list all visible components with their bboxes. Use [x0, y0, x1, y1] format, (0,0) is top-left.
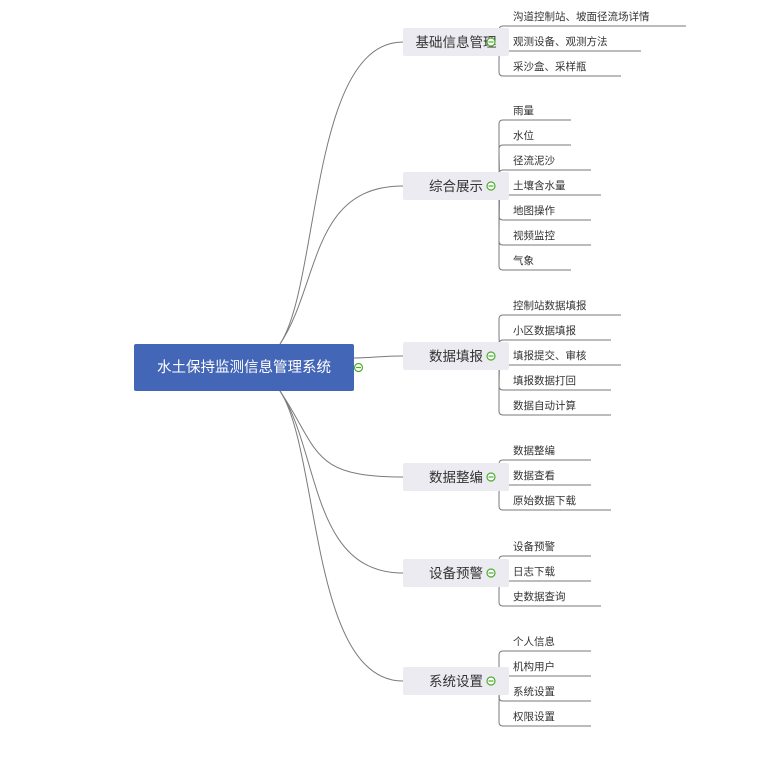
leaf-node[interactable]: 视频监控 — [511, 229, 591, 246]
leaf-node-label: 权限设置 — [513, 710, 555, 723]
leaf-node[interactable]: 史数据查询 — [511, 590, 601, 607]
leaf-node[interactable]: 填报提交、审核 — [511, 349, 621, 366]
leaf-node[interactable]: 设备预警 — [511, 540, 591, 557]
leaf-node[interactable]: 土壤含水量 — [511, 179, 601, 196]
root-node-label: 水土保持监测信息管理系统 — [157, 359, 331, 376]
branch-node-box — [403, 667, 509, 695]
leaf-node-label: 填报数据打回 — [513, 374, 576, 387]
leaf-node-label: 史数据查询 — [513, 590, 566, 603]
branch-node[interactable]: 综合展示 — [403, 172, 509, 200]
leaf-node-label: 机构用户 — [513, 660, 555, 673]
branch-node-label: 系统设置 — [429, 674, 483, 690]
leaf-node-label: 数据整编 — [513, 444, 555, 457]
branch-node[interactable]: 数据填报 — [403, 342, 509, 370]
branch-node[interactable]: 设备预警 — [403, 559, 509, 587]
leaf-node[interactable]: 沟道控制站、坡面径流场详情 — [511, 10, 686, 27]
branch-node-label: 数据填报 — [429, 349, 483, 365]
root-branch-connector — [279, 390, 404, 574]
leaf-node[interactable]: 数据整编 — [511, 444, 591, 461]
leaf-node[interactable]: 权限设置 — [511, 710, 591, 727]
leaf-node-label: 气象 — [513, 254, 534, 267]
branch-collapse-toggle[interactable] — [486, 351, 496, 361]
leaf-node-label: 系统设置 — [513, 685, 555, 698]
leaf-node-label: 数据查看 — [513, 469, 555, 482]
leaf-node[interactable]: 控制站数据填报 — [511, 299, 621, 316]
root-branch-connector — [279, 390, 404, 682]
leaf-node[interactable]: 气象 — [511, 254, 571, 271]
leaf-node[interactable]: 填报数据打回 — [511, 374, 611, 391]
leaf-node-label: 雨量 — [513, 105, 534, 117]
branch-node-label: 数据整编 — [429, 470, 483, 486]
root-branch-connector — [353, 355, 404, 359]
leaf-node-label: 径流泥沙 — [513, 154, 555, 167]
leaf-node-label: 视频监控 — [513, 229, 555, 242]
root-branch-connector — [279, 185, 404, 345]
leaf-node[interactable]: 地图操作 — [511, 204, 591, 221]
leaf-node-label: 原始数据下载 — [513, 494, 576, 507]
branch-node-label: 综合展示 — [429, 179, 483, 195]
leaf-node[interactable]: 个人信息 — [511, 635, 591, 652]
root-node[interactable]: 水土保持监测信息管理系统 — [134, 344, 354, 391]
leaf-node[interactable]: 原始数据下载 — [511, 494, 611, 511]
leaf-node[interactable]: 数据自动计算 — [511, 399, 611, 416]
branch-node-label: 设备预警 — [429, 565, 483, 582]
leaf-node-label: 小区数据填报 — [513, 324, 576, 337]
branch-node-box — [403, 342, 509, 370]
leaf-node[interactable]: 径流泥沙 — [511, 154, 591, 171]
leaf-node[interactable]: 采沙盒、采样瓶 — [511, 60, 621, 77]
branch-collapse-toggle[interactable] — [486, 472, 496, 482]
leaf-node[interactable]: 机构用户 — [511, 660, 591, 677]
leaf-node[interactable]: 数据查看 — [511, 469, 591, 486]
leaf-node[interactable]: 系统设置 — [511, 685, 591, 702]
root-node-box — [134, 344, 354, 391]
branch-node-label: 基础信息管理 — [416, 34, 497, 51]
leaf-node-label: 沟道控制站、坡面径流场详情 — [513, 10, 650, 23]
branch-node-box — [403, 28, 509, 56]
leaf-node-label: 数据自动计算 — [513, 399, 576, 412]
leaf-node-label: 水位 — [513, 129, 534, 142]
leaf-node[interactable]: 小区数据填报 — [511, 324, 611, 341]
leaf-node[interactable]: 水位 — [511, 129, 571, 146]
root-collapse-toggle[interactable] — [353, 362, 364, 373]
leaf-node-label: 采沙盒、采样瓶 — [513, 60, 587, 73]
branch-collapse-toggle[interactable] — [486, 568, 496, 578]
branch-node-box — [403, 559, 509, 587]
leaf-node-label: 设备预警 — [513, 540, 555, 553]
branch-node[interactable]: 数据整编 — [403, 463, 509, 491]
branch-collapse-toggle[interactable] — [486, 676, 496, 686]
branch-node-box — [403, 463, 509, 491]
leaf-node-label: 观测设备、观测方法 — [513, 35, 608, 48]
leaf-node[interactable]: 日志下载 — [511, 565, 591, 582]
leaf-node-label: 土壤含水量 — [513, 179, 566, 192]
leaf-node-label: 控制站数据填报 — [513, 299, 587, 312]
leaf-node-label: 日志下载 — [513, 565, 555, 578]
root-branch-connector — [279, 390, 404, 478]
leaf-node-label: 个人信息 — [513, 635, 555, 648]
branch-node[interactable]: 基础信息管理 — [403, 28, 509, 56]
branch-collapse-toggle[interactable] — [486, 37, 496, 47]
branch-node-box — [403, 172, 509, 200]
leaf-node-label: 地图操作 — [513, 204, 555, 217]
leaf-node[interactable]: 雨量 — [511, 105, 571, 121]
branch-collapse-toggle[interactable] — [486, 181, 496, 191]
leaf-node-label: 填报提交、审核 — [513, 349, 587, 362]
root-branch-connector — [279, 41, 404, 345]
leaf-node[interactable]: 观测设备、观测方法 — [511, 35, 641, 52]
branch-node[interactable]: 系统设置 — [403, 667, 509, 695]
